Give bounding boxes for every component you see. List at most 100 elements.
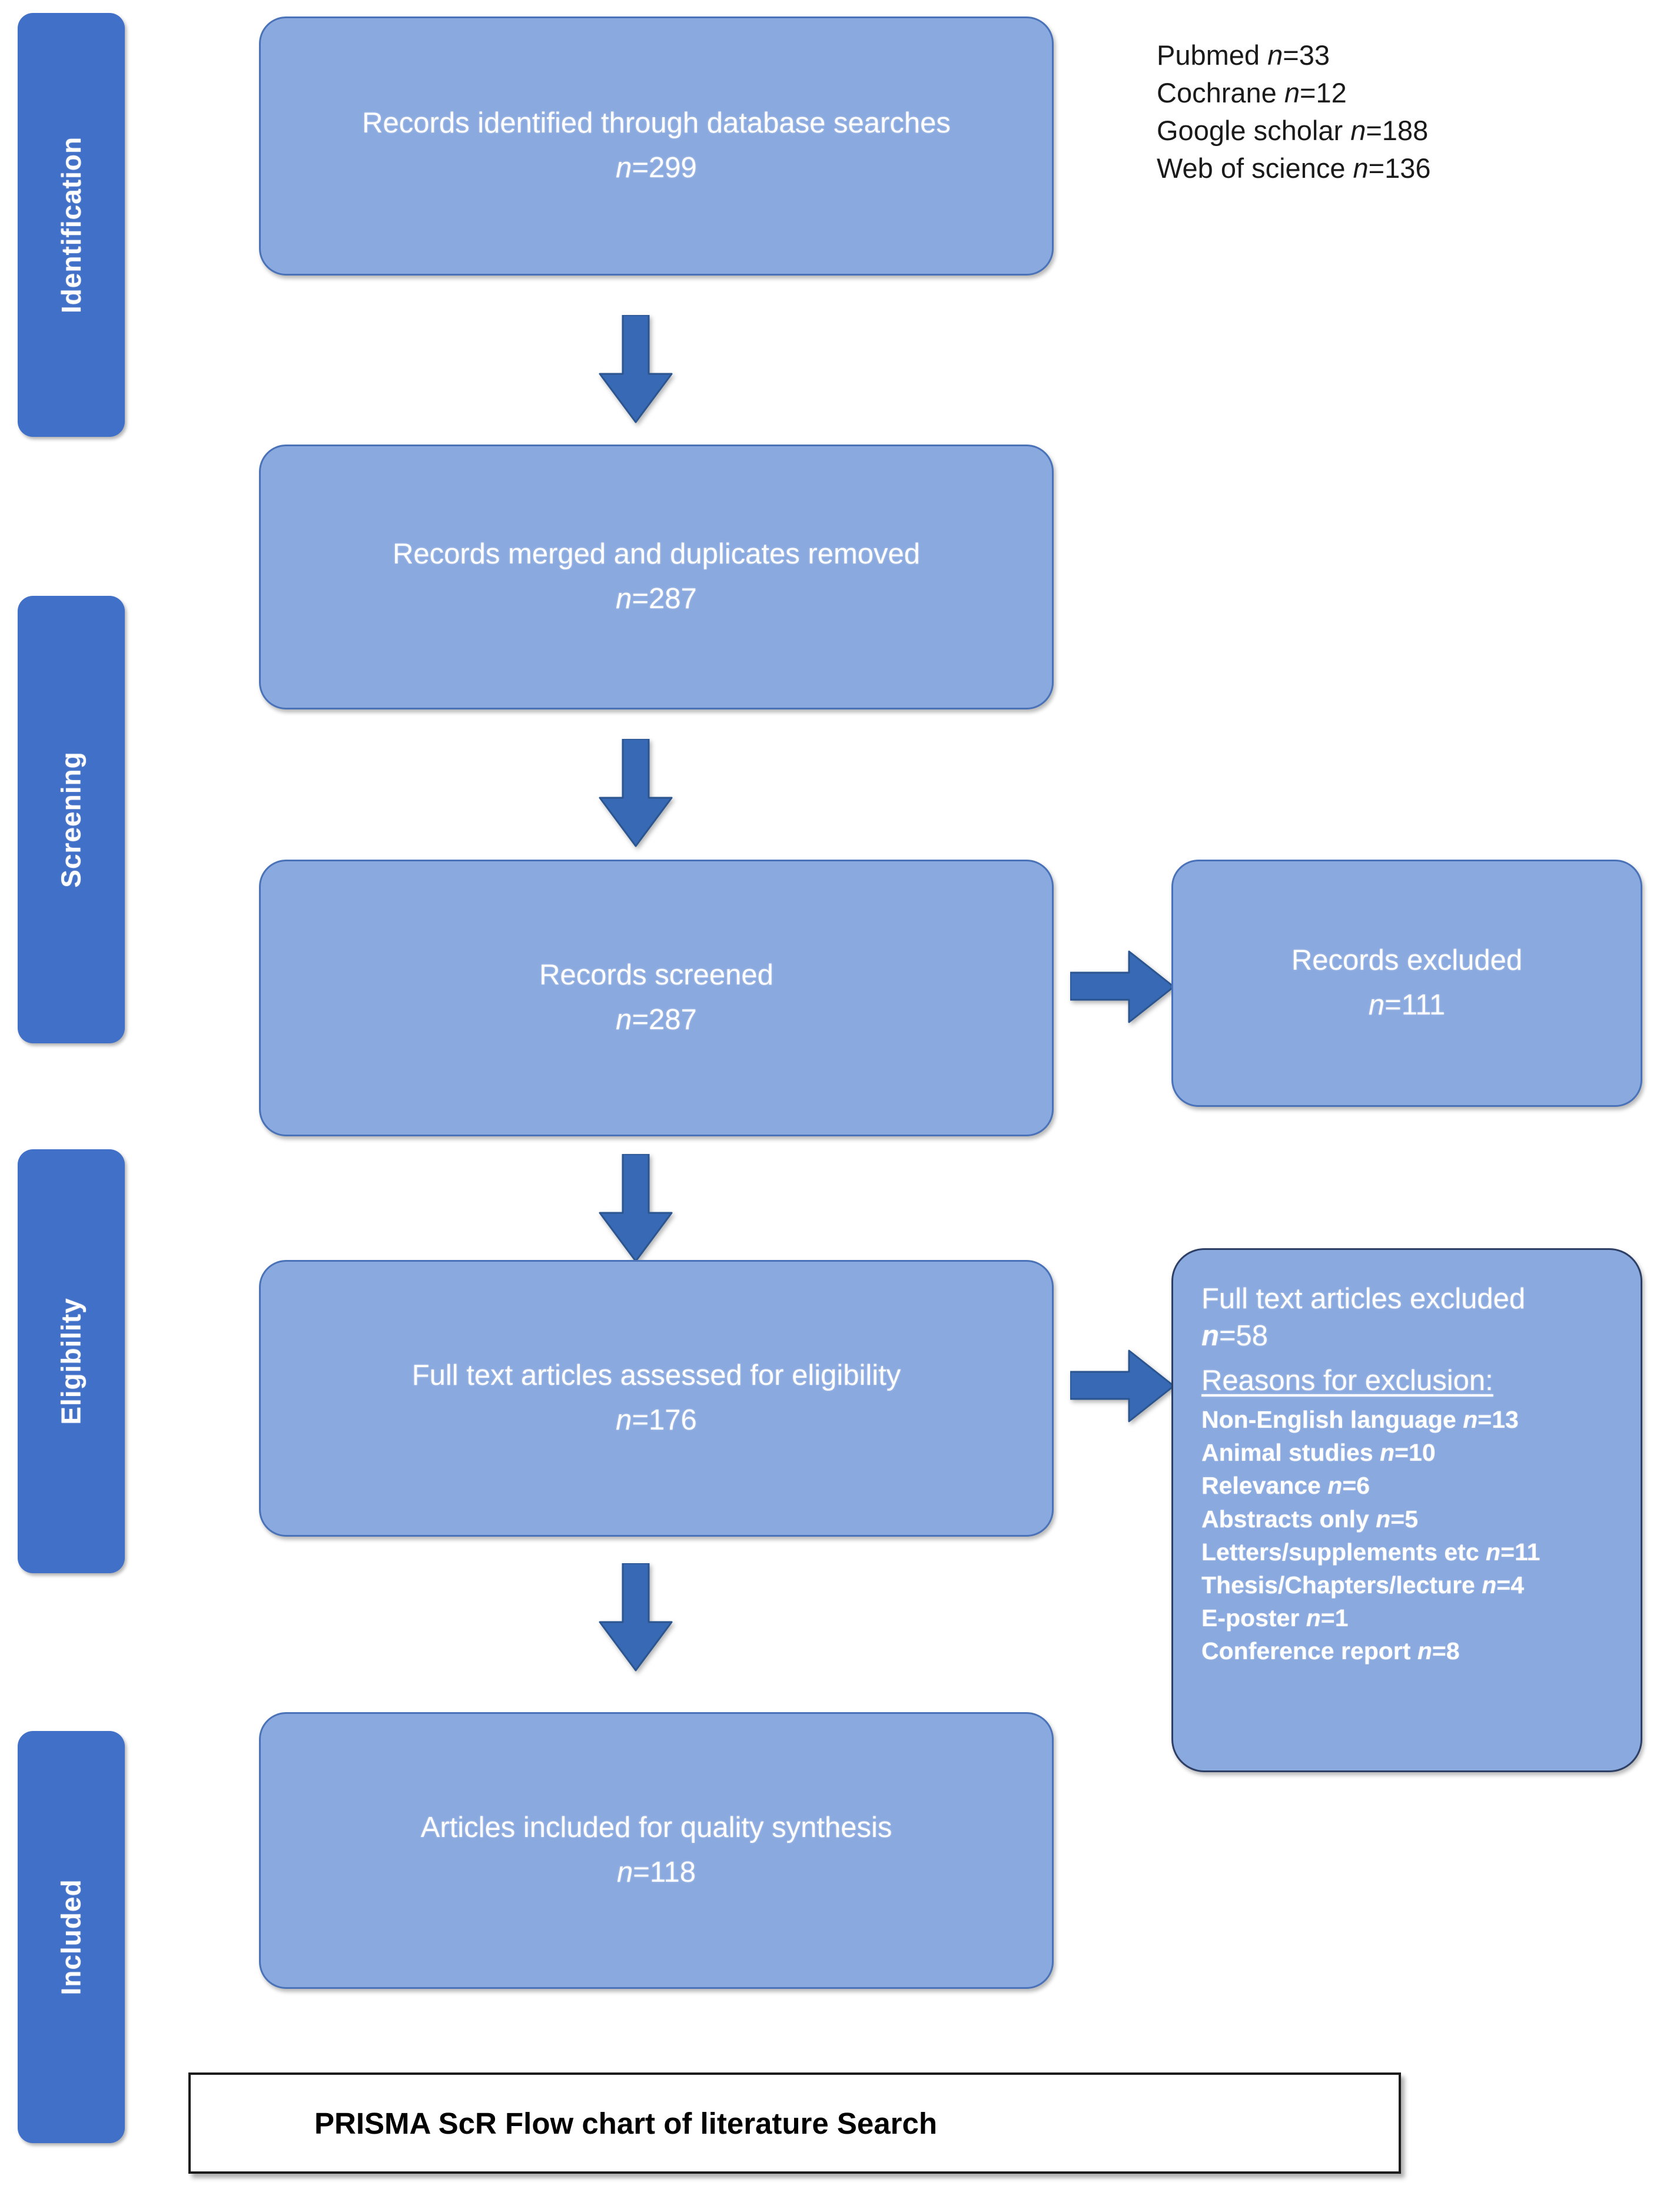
box-fulltext-assessed-count: =176 (632, 1404, 697, 1436)
fulltext-excluded-count: =58 (1219, 1319, 1269, 1352)
n-symbol: n (1284, 77, 1300, 108)
reason-row-animal-studies: Animal studies n=10 (1201, 1436, 1617, 1469)
reason-count-animal-studies: =10 (1395, 1439, 1436, 1467)
n-symbol: n (616, 152, 632, 184)
source-count-web-of-science: =136 (1368, 152, 1431, 184)
stage-label-identification: Identification (56, 136, 87, 314)
n-symbol: n (1350, 114, 1366, 146)
n-symbol: n (1353, 152, 1369, 184)
source-row-pubmed: Pubmed n=33 (1157, 37, 1431, 74)
box-records-screened-count: =287 (632, 1004, 697, 1036)
reason-label-abstracts-only: Abstracts only (1201, 1505, 1369, 1533)
box-records-excluded-text: Records excluded n=111 (1271, 939, 1542, 1028)
box-articles-included-count: =118 (633, 1856, 696, 1888)
n-symbol: n (1463, 1406, 1478, 1434)
n-symbol: n (1368, 989, 1385, 1021)
box-records-identified-label: Records identified through database sear… (362, 107, 951, 140)
arrow-down-identified-to-merged (599, 315, 673, 423)
n-symbol: n (616, 583, 632, 615)
box-fulltext-assessed: Full text articles assessed for eligibil… (259, 1260, 1054, 1537)
reasons-subheading: Reasons for exclusion: (1201, 1365, 1493, 1397)
box-articles-included-label: Articles included for quality synthesis (420, 1812, 892, 1844)
box-records-merged-count: =287 (632, 583, 697, 615)
source-name-cochrane: Cochrane (1157, 77, 1277, 108)
box-articles-included: Articles included for quality synthesis … (259, 1712, 1054, 1989)
arrow-right-fulltext-to-excluded (1070, 1349, 1175, 1422)
box-records-identified-text: Records identified through database sear… (342, 101, 971, 191)
reason-row-non-english: Non-English language n=13 (1201, 1403, 1617, 1436)
source-count-google-scholar: =188 (1366, 114, 1429, 146)
box-fulltext-assessed-text: Full text articles assessed for eligibil… (392, 1354, 921, 1443)
diagram-caption-text: PRISMA ScR Flow chart of literature Sear… (314, 2106, 938, 2140)
stage-strip-eligibility: Eligibility (18, 1149, 125, 1573)
fulltext-excluded-heading: Full text articles excluded n=58 (1201, 1281, 1617, 1354)
source-count-cochrane: =12 (1300, 77, 1347, 108)
arrow-down-merged-to-screened (599, 739, 673, 847)
box-records-identified-count: =299 (632, 152, 697, 184)
source-name-google-scholar: Google scholar (1157, 114, 1343, 146)
box-records-merged: Records merged and duplicates removed n=… (259, 445, 1054, 709)
reason-row-relevance: Relevance n=6 (1201, 1469, 1617, 1502)
reason-row-thesis-chapters-lecture: Thesis/Chapters/lecture n=4 (1201, 1568, 1617, 1601)
stage-strip-screening: Screening (18, 596, 125, 1043)
reason-row-letters-supplements: Letters/supplements etc n=11 (1201, 1536, 1617, 1568)
diagram-caption-bar: PRISMA ScR Flow chart of literature Sear… (188, 2072, 1401, 2174)
reason-count-relevance: =6 (1342, 1472, 1370, 1500)
stage-label-screening: Screening (56, 751, 87, 888)
box-records-excluded-label: Records excluded (1291, 944, 1523, 977)
reason-row-abstracts-only: Abstracts only n=5 (1201, 1503, 1617, 1536)
source-count-pubmed: =33 (1283, 39, 1330, 71)
n-symbol: n (1482, 1571, 1497, 1599)
reason-label-animal-studies: Animal studies (1201, 1439, 1373, 1467)
source-row-google-scholar: Google scholar n=188 (1157, 112, 1431, 150)
box-records-merged-text: Records merged and duplicates removed n=… (373, 532, 940, 622)
box-records-merged-label: Records merged and duplicates removed (392, 538, 921, 571)
box-articles-included-text: Articles included for quality synthesis … (401, 1806, 912, 1895)
reason-label-non-english: Non-English language (1201, 1406, 1456, 1434)
n-symbol: n (616, 1404, 632, 1436)
reason-row-e-poster: E-poster n=1 (1201, 1601, 1617, 1634)
reason-label-thesis-chapters-lecture: Thesis/Chapters/lecture (1201, 1571, 1475, 1599)
arrow-down-fulltext-to-included (599, 1563, 673, 1672)
stage-label-included: Included (56, 1879, 87, 1995)
box-records-identified: Records identified through database sear… (259, 16, 1054, 276)
source-name-pubmed: Pubmed (1157, 39, 1260, 71)
reason-label-relevance: Relevance (1201, 1472, 1321, 1500)
n-symbol: n (1327, 1472, 1343, 1500)
n-symbol: n (616, 1004, 632, 1036)
reason-count-letters-supplements: =11 (1500, 1538, 1540, 1566)
source-name-web-of-science: Web of science (1157, 152, 1346, 184)
fulltext-excluded-label: Full text articles excluded (1201, 1283, 1526, 1315)
reason-count-conference-report: =8 (1432, 1637, 1460, 1665)
arrow-down-screened-to-fulltext (599, 1154, 673, 1262)
reason-label-e-poster: E-poster (1201, 1604, 1300, 1632)
reason-label-conference-report: Conference report (1201, 1637, 1411, 1665)
box-records-excluded-count: =111 (1384, 989, 1446, 1021)
stage-strip-included: Included (18, 1731, 125, 2143)
source-row-web-of-science: Web of science n=136 (1157, 150, 1431, 187)
reason-row-conference-report: Conference report n=8 (1201, 1634, 1617, 1667)
n-symbol: n (1267, 39, 1283, 71)
reason-label-letters-supplements: Letters/supplements etc (1201, 1538, 1479, 1566)
reason-count-abstracts-only: =5 (1390, 1505, 1419, 1533)
box-records-screened-text: Records screened n=287 (519, 953, 793, 1043)
box-fulltext-excluded-detail: Full text articles excluded n=58 Reasons… (1171, 1248, 1642, 1772)
n-symbol: n (1376, 1505, 1391, 1533)
stage-label-eligibility: Eligibility (56, 1298, 87, 1425)
box-records-screened: Records screened n=287 (259, 860, 1054, 1136)
box-fulltext-assessed-label: Full text articles assessed for eligibil… (411, 1359, 901, 1392)
n-symbol: n (1306, 1604, 1321, 1632)
stage-strip-identification: Identification (18, 13, 125, 437)
reason-count-thesis-chapters-lecture: =4 (1496, 1571, 1525, 1599)
reason-count-non-english: =13 (1478, 1406, 1519, 1434)
arrow-right-screened-to-excluded (1070, 950, 1175, 1023)
box-records-excluded: Records excluded n=111 (1171, 860, 1642, 1107)
box-records-screened-label: Records screened (539, 959, 773, 991)
reason-count-e-poster: =1 (1320, 1604, 1349, 1632)
n-symbol: n (1417, 1637, 1432, 1665)
source-row-cochrane: Cochrane n=12 (1157, 74, 1431, 112)
n-symbol: n (616, 1856, 633, 1888)
n-symbol: n (1201, 1319, 1219, 1352)
n-symbol: n (1486, 1538, 1501, 1566)
